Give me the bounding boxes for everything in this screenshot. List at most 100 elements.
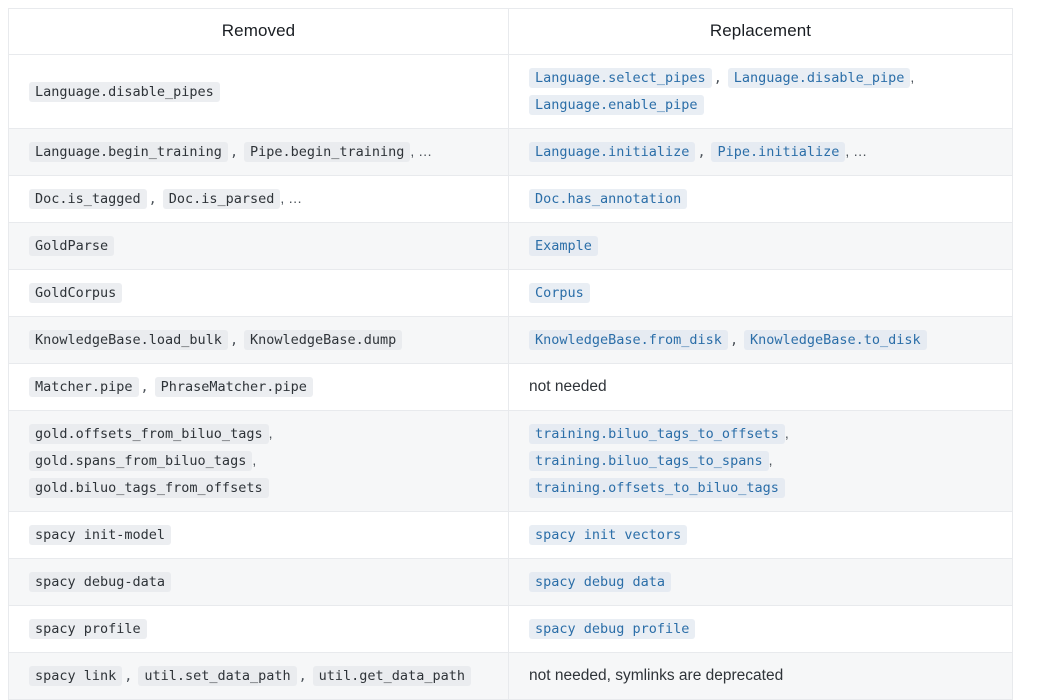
cell-replacement: Language.select_pipes, Language.disable_… <box>508 54 1013 129</box>
cell-removed: spacy link, util.set_data_path, util.get… <box>8 652 509 700</box>
comma-separator: , <box>298 668 307 684</box>
code-chip: spacy profile <box>29 619 147 639</box>
code-link-chip[interactable]: Example <box>529 236 598 256</box>
code-line: training.biluo_tags_to_spans, <box>529 447 992 474</box>
code-line: gold.offsets_from_biluo_tags, <box>29 420 488 447</box>
cell-replacement: Doc.has_annotation <box>508 175 1013 223</box>
code-link-chip[interactable]: Language.initialize <box>529 142 696 162</box>
code-chip: PhraseMatcher.pipe <box>154 377 313 397</box>
code-chip: gold.biluo_tags_from_offsets <box>29 478 269 498</box>
code-link-chip[interactable]: Corpus <box>529 283 590 303</box>
trailing-text: , … <box>280 190 303 206</box>
table-body: Language.disable_pipes Language.select_pi… <box>8 54 1013 700</box>
code-link-chip[interactable]: training.offsets_to_biluo_tags <box>529 478 785 498</box>
comma-separator: , <box>713 70 722 86</box>
code-line: Matcher.pipe, PhraseMatcher.pipe <box>29 377 313 397</box>
cell-removed: GoldParse <box>8 222 509 270</box>
cell-replacement: KnowledgeBase.from_disk, KnowledgeBase.t… <box>508 316 1013 364</box>
code-line: spacy debug profile <box>529 615 992 642</box>
code-link-chip[interactable]: training.biluo_tags_to_spans <box>529 451 769 471</box>
table-row: GoldParse Example <box>8 222 1013 270</box>
code-chip: Language.begin_training <box>29 142 228 162</box>
code-chip: Doc.is_parsed <box>162 189 281 209</box>
code-line: spacy init-model <box>29 525 172 545</box>
code-link-chip[interactable]: Language.disable_pipe <box>727 68 911 88</box>
table-row: spacy debug-data spacy debug data <box>8 558 1013 606</box>
table-row: GoldCorpus Corpus <box>8 269 1013 317</box>
code-line: spacy profile <box>29 619 147 639</box>
table-header: Removed Replacement <box>8 8 1013 55</box>
code-line: Language.select_pipes, Language.disable_… <box>529 64 992 91</box>
trailing-text: , <box>784 425 789 441</box>
code-chip: Matcher.pipe <box>29 377 139 397</box>
code-chip: GoldParse <box>29 236 115 256</box>
code-line: KnowledgeBase.from_disk, KnowledgeBase.t… <box>529 326 992 353</box>
table-row: Language.begin_training, Pipe.begin_trai… <box>8 128 1013 176</box>
cell-removed: Doc.is_tagged, Doc.is_parsed, … <box>8 175 509 223</box>
code-line: spacy init vectors <box>529 521 992 548</box>
trailing-text: , <box>252 452 257 468</box>
cell-removed: spacy init-model <box>8 511 509 559</box>
code-line: Language.disable_pipes <box>29 81 220 102</box>
cell-removed: KnowledgeBase.load_bulk, KnowledgeBase.d… <box>8 316 509 364</box>
code-chip: Doc.is_tagged <box>29 189 147 209</box>
cell-replacement: Corpus <box>508 269 1013 317</box>
code-chip: spacy debug-data <box>29 572 172 592</box>
code-link-chip[interactable]: Language.select_pipes <box>529 68 712 88</box>
code-line: Example <box>529 232 992 259</box>
code-link-chip[interactable]: training.biluo_tags_to_offsets <box>529 424 785 444</box>
column-header-replacement: Replacement <box>508 8 1013 55</box>
code-chip: spacy link <box>29 666 123 686</box>
code-link-chip[interactable]: spacy debug data <box>529 572 672 592</box>
trailing-text: , … <box>845 143 868 159</box>
code-link-chip[interactable]: spacy debug profile <box>529 619 696 639</box>
cell-replacement: spacy init vectors <box>508 511 1013 559</box>
cell-removed: spacy profile <box>8 605 509 653</box>
cell-replacement: Example <box>508 222 1013 270</box>
code-chip: Language.disable_pipes <box>29 81 220 102</box>
code-line: training.offsets_to_biluo_tags <box>529 474 992 501</box>
plain-note: not needed <box>529 378 607 395</box>
table-row: KnowledgeBase.load_bulk, KnowledgeBase.d… <box>8 316 1013 364</box>
code-chip: gold.spans_from_biluo_tags <box>29 451 253 471</box>
code-chip: KnowledgeBase.load_bulk <box>29 330 228 350</box>
code-line: spacy debug data <box>529 568 992 595</box>
table-row: Doc.is_tagged, Doc.is_parsed, … Doc.has_a… <box>8 175 1013 223</box>
code-link-chip[interactable]: Pipe.initialize <box>711 142 846 162</box>
cell-replacement: spacy debug profile <box>508 605 1013 653</box>
migration-table-container: Removed Replacement Language.disable_pip… <box>8 8 1013 700</box>
code-line: Corpus <box>529 279 992 306</box>
code-chip: spacy init-model <box>29 525 172 545</box>
code-line: Language.initialize, Pipe.initialize, … <box>529 138 992 165</box>
cell-removed: spacy debug-data <box>8 558 509 606</box>
cell-replacement: Language.initialize, Pipe.initialize, … <box>508 128 1013 176</box>
comma-separator: , <box>229 144 239 160</box>
code-line: Doc.is_tagged, Doc.is_parsed, … <box>29 189 303 209</box>
table-row: spacy link, util.set_data_path, util.get… <box>8 652 1013 700</box>
code-line: spacy debug-data <box>29 572 172 592</box>
code-line: Doc.has_annotation <box>529 185 992 212</box>
comma-separator: , <box>729 332 739 348</box>
trailing-text: , <box>910 69 915 85</box>
cell-replacement: not needed, symlinks are deprecated <box>508 652 1013 700</box>
code-chip: gold.offsets_from_biluo_tags <box>29 424 269 444</box>
code-link-chip[interactable]: Language.enable_pipe <box>529 95 704 115</box>
cell-removed: gold.offsets_from_biluo_tags,gold.spans_… <box>8 410 509 512</box>
code-chip: util.set_data_path <box>138 666 297 686</box>
code-line: GoldCorpus <box>29 283 123 303</box>
code-link-chip[interactable]: spacy init vectors <box>529 525 688 545</box>
trailing-text: , <box>268 425 273 441</box>
code-line: Language.begin_training, Pipe.begin_trai… <box>29 142 432 162</box>
code-line: spacy link, util.set_data_path, util.get… <box>29 666 471 686</box>
table-row: Language.disable_pipes Language.select_pi… <box>8 54 1013 129</box>
code-line: GoldParse <box>29 236 115 256</box>
header-row: Removed Replacement <box>8 8 1013 55</box>
table-row: gold.offsets_from_biluo_tags,gold.spans_… <box>8 410 1013 512</box>
code-link-chip[interactable]: KnowledgeBase.to_disk <box>743 330 927 350</box>
cell-replacement: spacy debug data <box>508 558 1013 606</box>
comma-separator: , <box>697 144 706 160</box>
table-row: spacy init-model spacy init vectors <box>8 511 1013 559</box>
code-link-chip[interactable]: Doc.has_annotation <box>529 189 688 209</box>
code-link-chip[interactable]: KnowledgeBase.from_disk <box>529 330 728 350</box>
table-row: spacy profile spacy debug profile <box>8 605 1013 653</box>
